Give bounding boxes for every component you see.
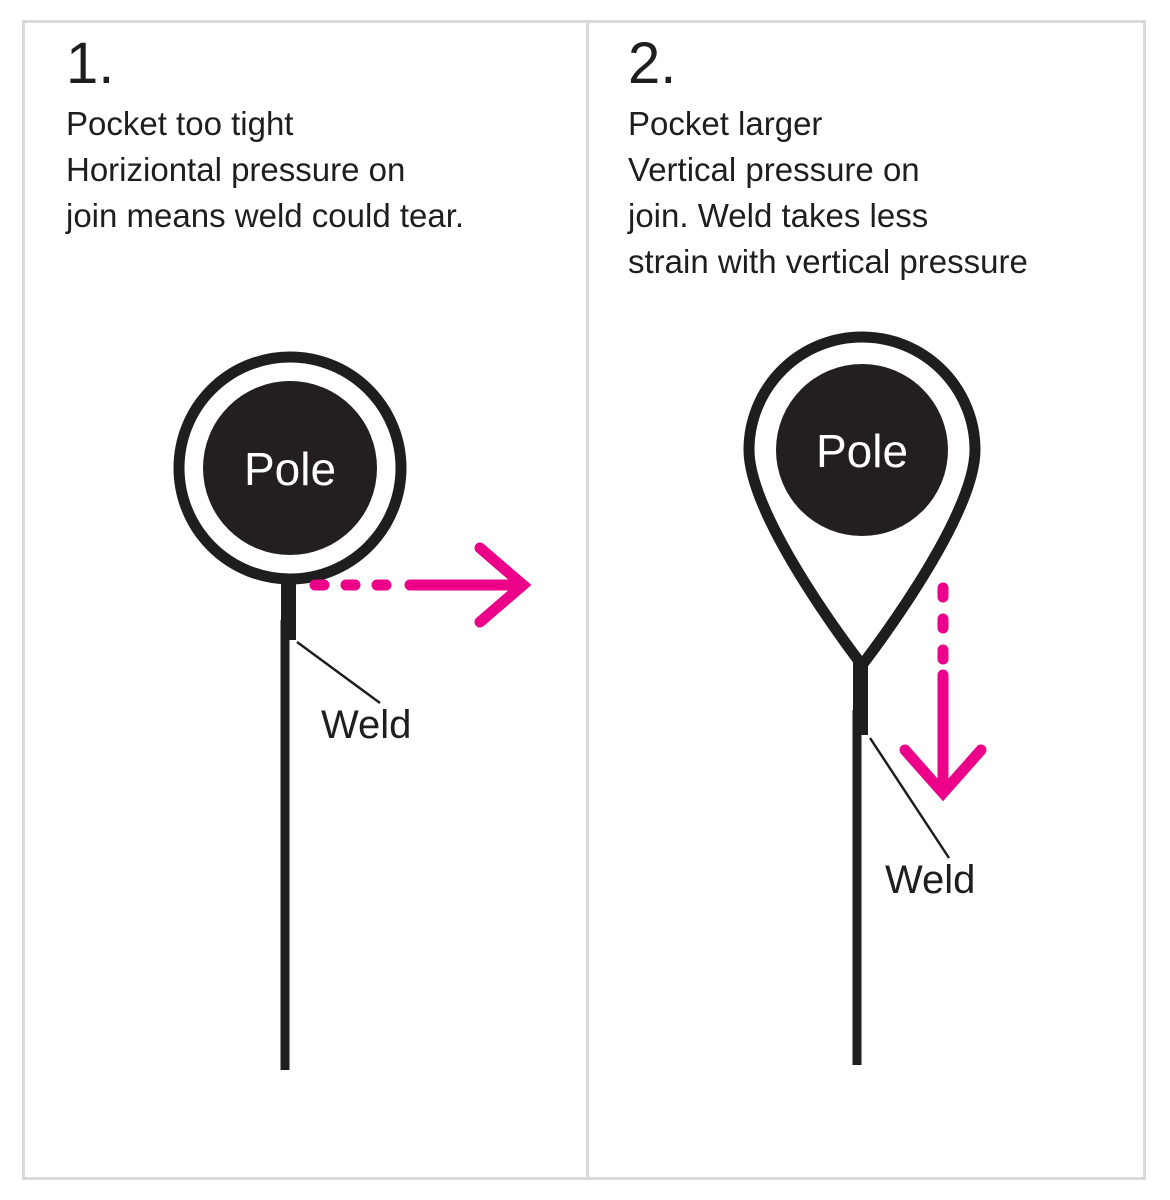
panel-1: 1. Pocket too tight Horiziontal pressure… [25, 20, 586, 1180]
pressure-arrow-head-2 [899, 744, 987, 802]
weld-label-2: Weld [885, 858, 976, 902]
pocket-teardrop-2 [743, 331, 981, 674]
pole-circle-2 [776, 364, 948, 536]
pressure-arrow-head-1 [474, 542, 532, 628]
pole-circle-1 [203, 381, 377, 555]
weld-stem-2 [853, 640, 868, 735]
pole-label-1: Pole [244, 443, 336, 495]
panel-1-caption-text: Pocket too tight Horiziontal pressure on… [66, 105, 465, 234]
panel-divider [586, 20, 589, 1180]
weld-stem-1 [281, 520, 296, 640]
panel-1-step-number: 1. [66, 31, 115, 96]
panel-2-caption-block: 2. Pocket larger Vertical pressure on jo… [628, 33, 1148, 285]
weld-label-1: Weld [321, 703, 412, 747]
weld-leader-line-2 [868, 737, 951, 859]
panel-1-caption-block: 1. Pocket too tight Horiziontal pressure… [66, 33, 576, 239]
pole-label-2: Pole [816, 425, 908, 477]
panel-2-step-number: 2. [628, 31, 677, 96]
panel-2-caption-text: Pocket larger Vertical pressure on join.… [628, 105, 1028, 280]
weld-leader-line-1 [296, 640, 381, 705]
panel-2: 2. Pocket larger Vertical pressure on jo… [589, 20, 1146, 1180]
pocket-ring-1 [173, 351, 407, 585]
